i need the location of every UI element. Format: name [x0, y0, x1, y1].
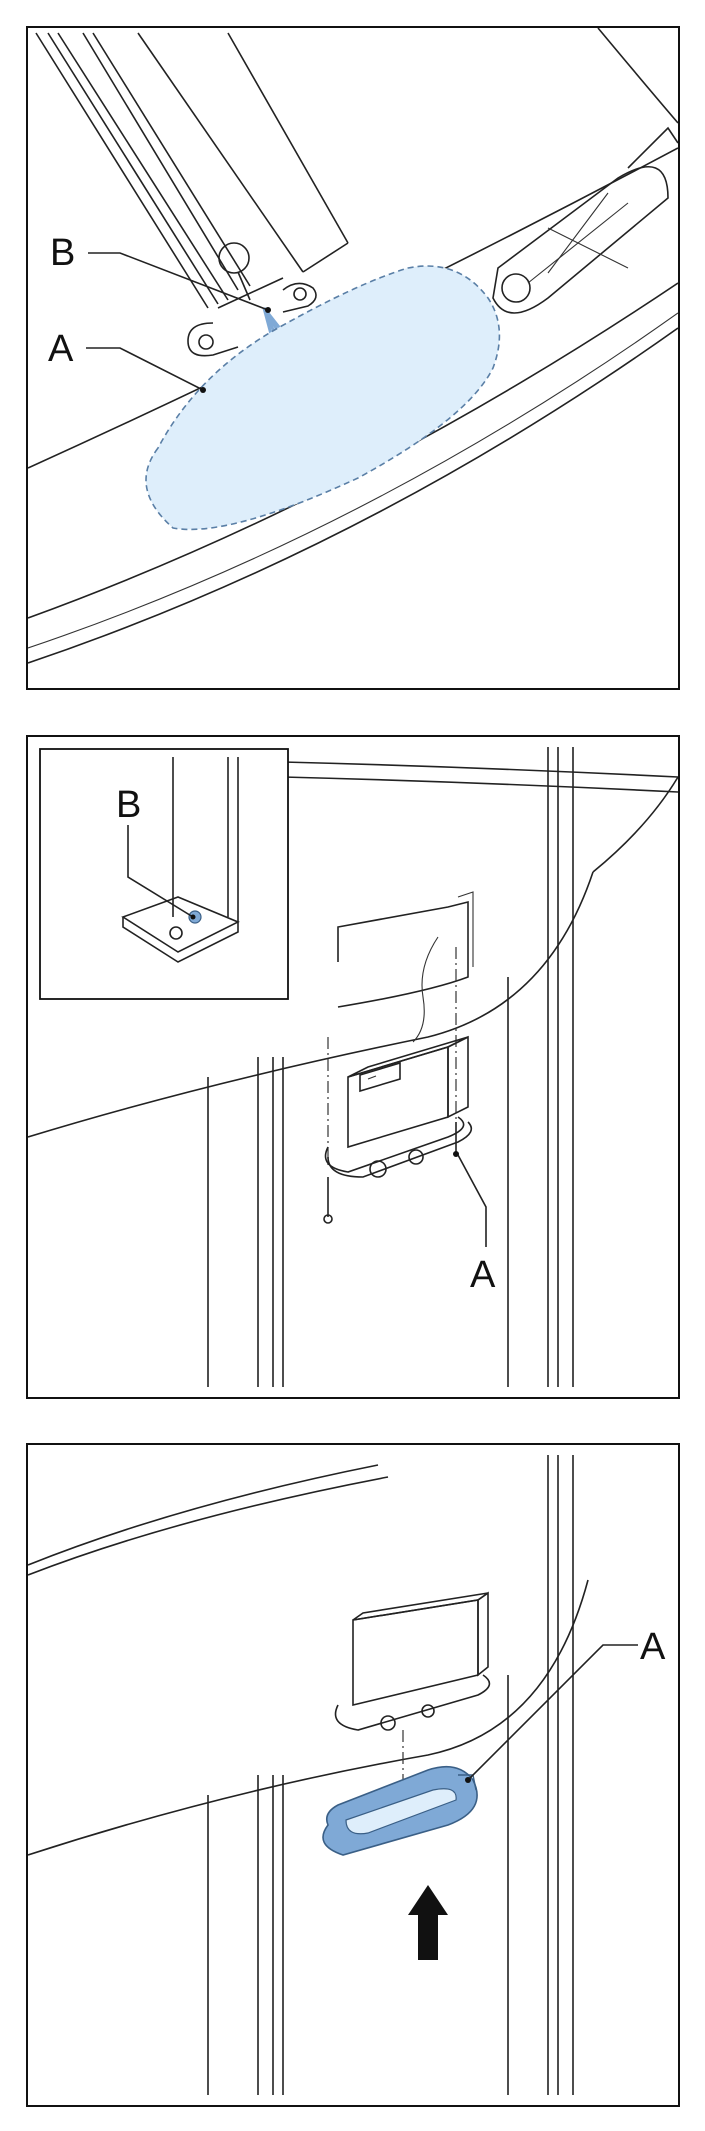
ball-knob: [218, 242, 250, 274]
drum-arc-outer: [28, 327, 678, 664]
label-a: A: [470, 1254, 496, 1296]
leader-b: [88, 252, 269, 311]
up-arrow-icon: [408, 1885, 448, 1960]
leader-a-dot: [465, 1777, 471, 1783]
drum-arc-top: [282, 761, 678, 778]
leader-a: [457, 1154, 487, 1247]
label-b: B: [116, 784, 141, 826]
cabinet-verticals: [207, 1455, 574, 2095]
drum-arc-lower: [28, 871, 594, 1138]
mounting-plate: [337, 900, 469, 1008]
drum-arc-lower: [28, 1579, 589, 1856]
panel-3-illustration: A: [28, 1455, 666, 2095]
highlight-area-a: [145, 265, 501, 531]
label-a: A: [48, 328, 74, 370]
leader-a-dot: [200, 387, 206, 393]
drip-tray-a: [322, 1765, 478, 1856]
plate-edge: [457, 891, 474, 967]
leader-b-dot: [265, 307, 271, 313]
door-frame-rails: [35, 32, 349, 309]
detail-inset: [39, 748, 289, 1000]
label-a: A: [640, 1626, 666, 1668]
dispenser-module: [324, 1035, 473, 1178]
label-b: B: [50, 232, 75, 274]
diagram-panel-1: B A: [26, 26, 680, 690]
drum-arc-right: [592, 776, 678, 873]
cabinet-verticals: [207, 747, 574, 1387]
diagram-panel-3: A: [26, 1443, 680, 2107]
cable: [412, 936, 439, 1043]
drum-arc-outer-2: [28, 312, 678, 649]
knob-stem: [237, 271, 251, 301]
diagram-panel-2: A B: [26, 735, 680, 1399]
drum-arc-top-2: [282, 776, 678, 793]
drum-arc-top-2: [28, 1476, 389, 1576]
lever-bracket: [492, 126, 678, 314]
panel-2-illustration: A B: [28, 747, 678, 1387]
leader-a: [86, 347, 204, 391]
screw-right: [453, 1122, 459, 1157]
dispenser-module: [334, 1591, 491, 1731]
drum-arc-top: [597, 28, 678, 124]
screw-left: [323, 1177, 333, 1224]
inset-leader-b: [127, 825, 194, 918]
leader-a: [467, 1644, 638, 1781]
panel-1-illustration: B A: [28, 28, 678, 664]
hinge-bracket: [187, 277, 317, 357]
drum-arc-top: [28, 1464, 379, 1566]
